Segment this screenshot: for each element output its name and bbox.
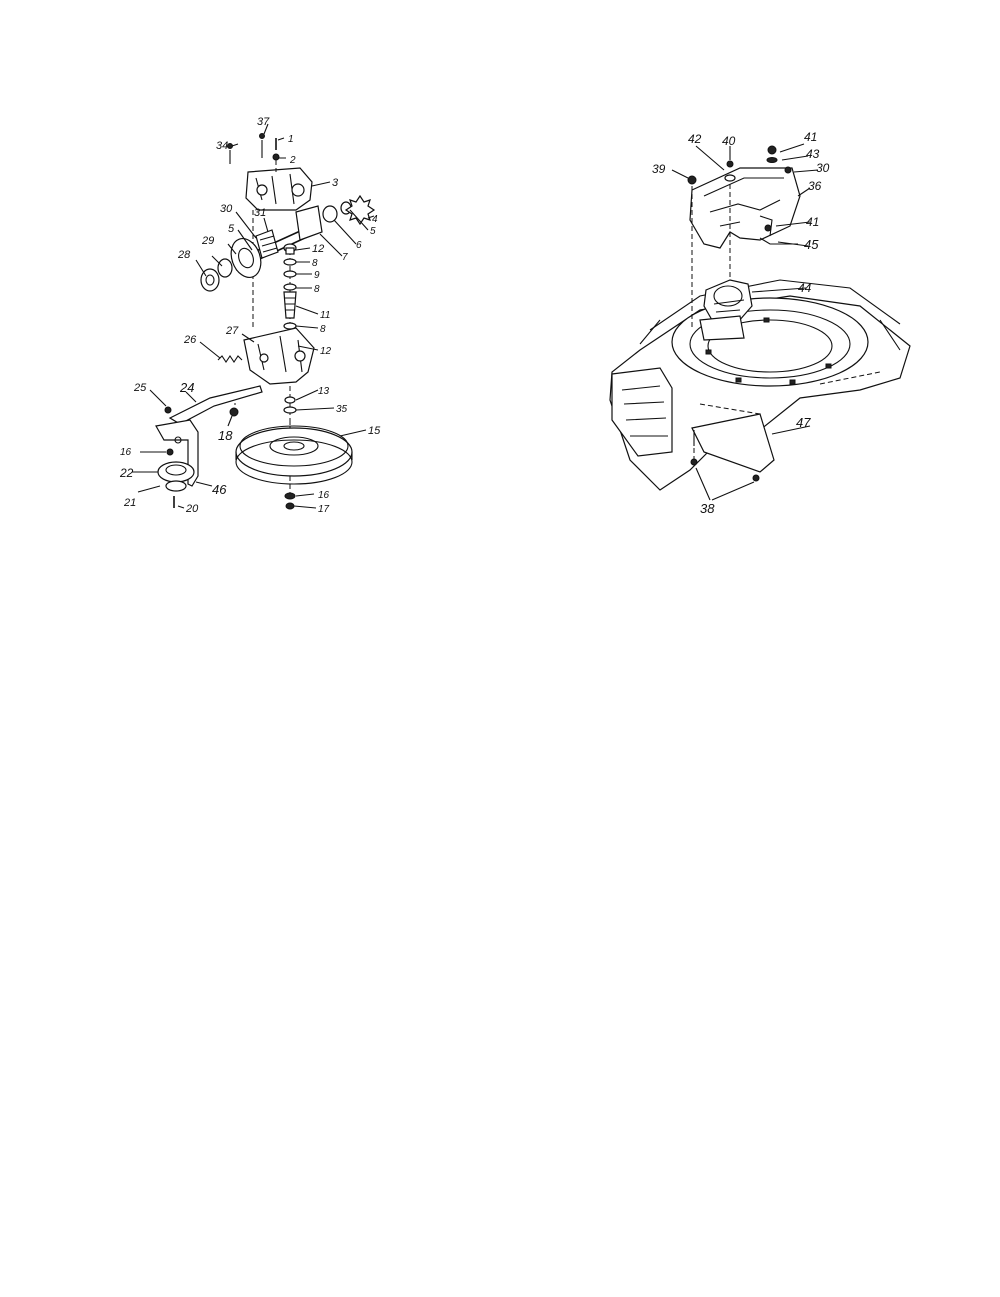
label-4: 4 <box>372 214 378 225</box>
label-12b: 12 <box>320 346 332 357</box>
label-36: 36 <box>808 179 822 193</box>
top-cover-36 <box>689 167 801 249</box>
label-8c: 8 <box>320 324 326 335</box>
label-27: 27 <box>225 325 239 337</box>
rear-flap-47 <box>691 413 775 473</box>
right-deck-assembly: 42 40 41 43 39 30 36 41 45 44 47 38 <box>609 130 911 516</box>
label-5b: 5 <box>370 226 376 237</box>
label-5a: 5 <box>228 223 235 235</box>
label-6: 6 <box>356 240 362 251</box>
label-41a: 41 <box>804 130 817 144</box>
label-16a: 16 <box>120 447 132 458</box>
label-1: 1 <box>288 134 294 145</box>
label-13: 13 <box>318 386 330 397</box>
gear-housing-top <box>245 167 313 211</box>
label-41b: 41 <box>806 215 819 229</box>
label-20: 20 <box>185 503 199 515</box>
label-16b: 16 <box>318 490 330 501</box>
label-12a: 12 <box>312 243 324 255</box>
label-25: 25 <box>133 382 147 394</box>
deck-ring <box>671 297 869 387</box>
label-46: 46 <box>212 482 227 497</box>
label-2: 2 <box>289 155 296 166</box>
gear-housing-bottom <box>243 327 315 385</box>
label-7: 7 <box>342 252 348 263</box>
label-17: 17 <box>318 504 330 515</box>
label-18: 18 <box>218 428 233 443</box>
label-40: 40 <box>722 134 736 148</box>
label-15: 15 <box>368 425 381 437</box>
label-44: 44 <box>798 281 812 295</box>
label-37: 37 <box>257 116 270 128</box>
label-30: 30 <box>220 203 233 215</box>
label-34: 34 <box>216 140 228 152</box>
label-45: 45 <box>804 237 819 252</box>
label-28: 28 <box>177 249 191 261</box>
label-8a: 8 <box>312 258 318 269</box>
label-26: 26 <box>183 334 197 346</box>
discharge-chute <box>611 367 673 457</box>
gear-29 <box>230 238 262 278</box>
label-22: 22 <box>119 466 134 480</box>
label-21: 21 <box>123 497 136 509</box>
shaft-11 <box>283 291 297 319</box>
label-42: 42 <box>688 132 702 146</box>
label-8b: 8 <box>314 284 320 295</box>
bracket-plate-7 <box>295 205 323 241</box>
drive-pulley-15 <box>235 427 353 477</box>
label-31: 31 <box>254 207 266 219</box>
label-11: 11 <box>320 310 330 321</box>
idler-bracket-46 <box>155 419 199 487</box>
label-39: 39 <box>652 162 666 176</box>
label-29: 29 <box>201 235 214 247</box>
label-24: 24 <box>179 380 194 395</box>
left-transmission-assembly: 37 1 34 2 3 31 30 5 29 28 12 8 9 8 11 8 … <box>119 116 381 515</box>
label-38: 38 <box>700 501 715 516</box>
label-3: 3 <box>332 177 339 189</box>
label-9: 9 <box>314 270 320 281</box>
label-35: 35 <box>336 404 348 415</box>
label-43: 43 <box>806 147 820 161</box>
star-gear-4 <box>344 194 376 226</box>
label-47: 47 <box>796 415 811 430</box>
label-30r: 30 <box>816 161 830 175</box>
